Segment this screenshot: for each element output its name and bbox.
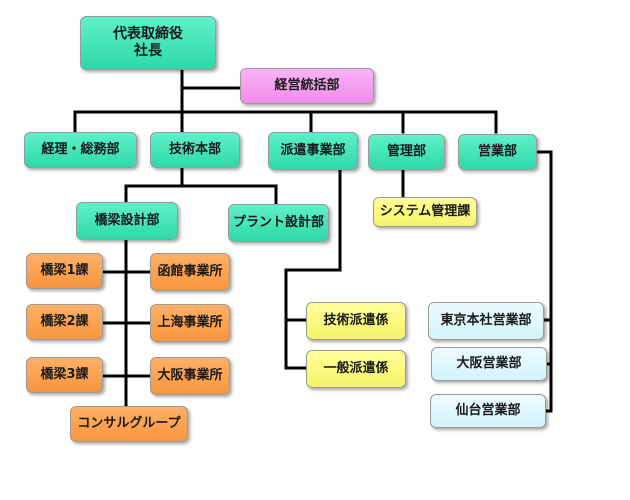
node-system: システム管理課: [373, 197, 477, 227]
node-kyoryo-ka2: 橋梁2課: [26, 304, 103, 340]
node-kanri: 管理部: [368, 134, 445, 170]
node-shanghai: 上海事業所: [150, 304, 230, 342]
node-plant-sekkei: プラント設計部: [228, 204, 329, 242]
node-kyoryo-sekkei: 橋梁設計部: [76, 202, 178, 240]
node-kyoryo-ka3: 橋梁3課: [26, 357, 103, 393]
node-haken: 派遣事業部: [268, 132, 358, 170]
node-eigyo: 営業部: [458, 134, 537, 170]
node-ceo-title: 代表取締役: [113, 26, 183, 43]
node-keiei: 経営統括部: [240, 68, 374, 104]
node-ceo: 代表取締役 社長: [80, 16, 216, 70]
node-ippan-haken: 一般派遣係: [306, 350, 406, 388]
node-tokyo-eigyo: 東京本社営業部: [428, 302, 544, 340]
node-gijutsu-haken: 技術派遣係: [306, 302, 406, 340]
node-sendai-eigyo: 仙台営業部: [430, 394, 546, 428]
node-keiri: 経理・総務部: [24, 132, 137, 168]
node-osaka-eigyo: 大阪営業部: [431, 347, 547, 381]
node-hakodate: 函館事業所: [150, 253, 230, 291]
node-osaka-jigyo: 大阪事業所: [150, 357, 230, 395]
node-ceo-subtitle: 社長: [134, 43, 162, 59]
node-gijutsu: 技術本部: [150, 132, 240, 168]
node-consul: コンサルグループ: [70, 406, 188, 442]
node-kyoryo-ka1: 橋梁1課: [26, 253, 103, 289]
